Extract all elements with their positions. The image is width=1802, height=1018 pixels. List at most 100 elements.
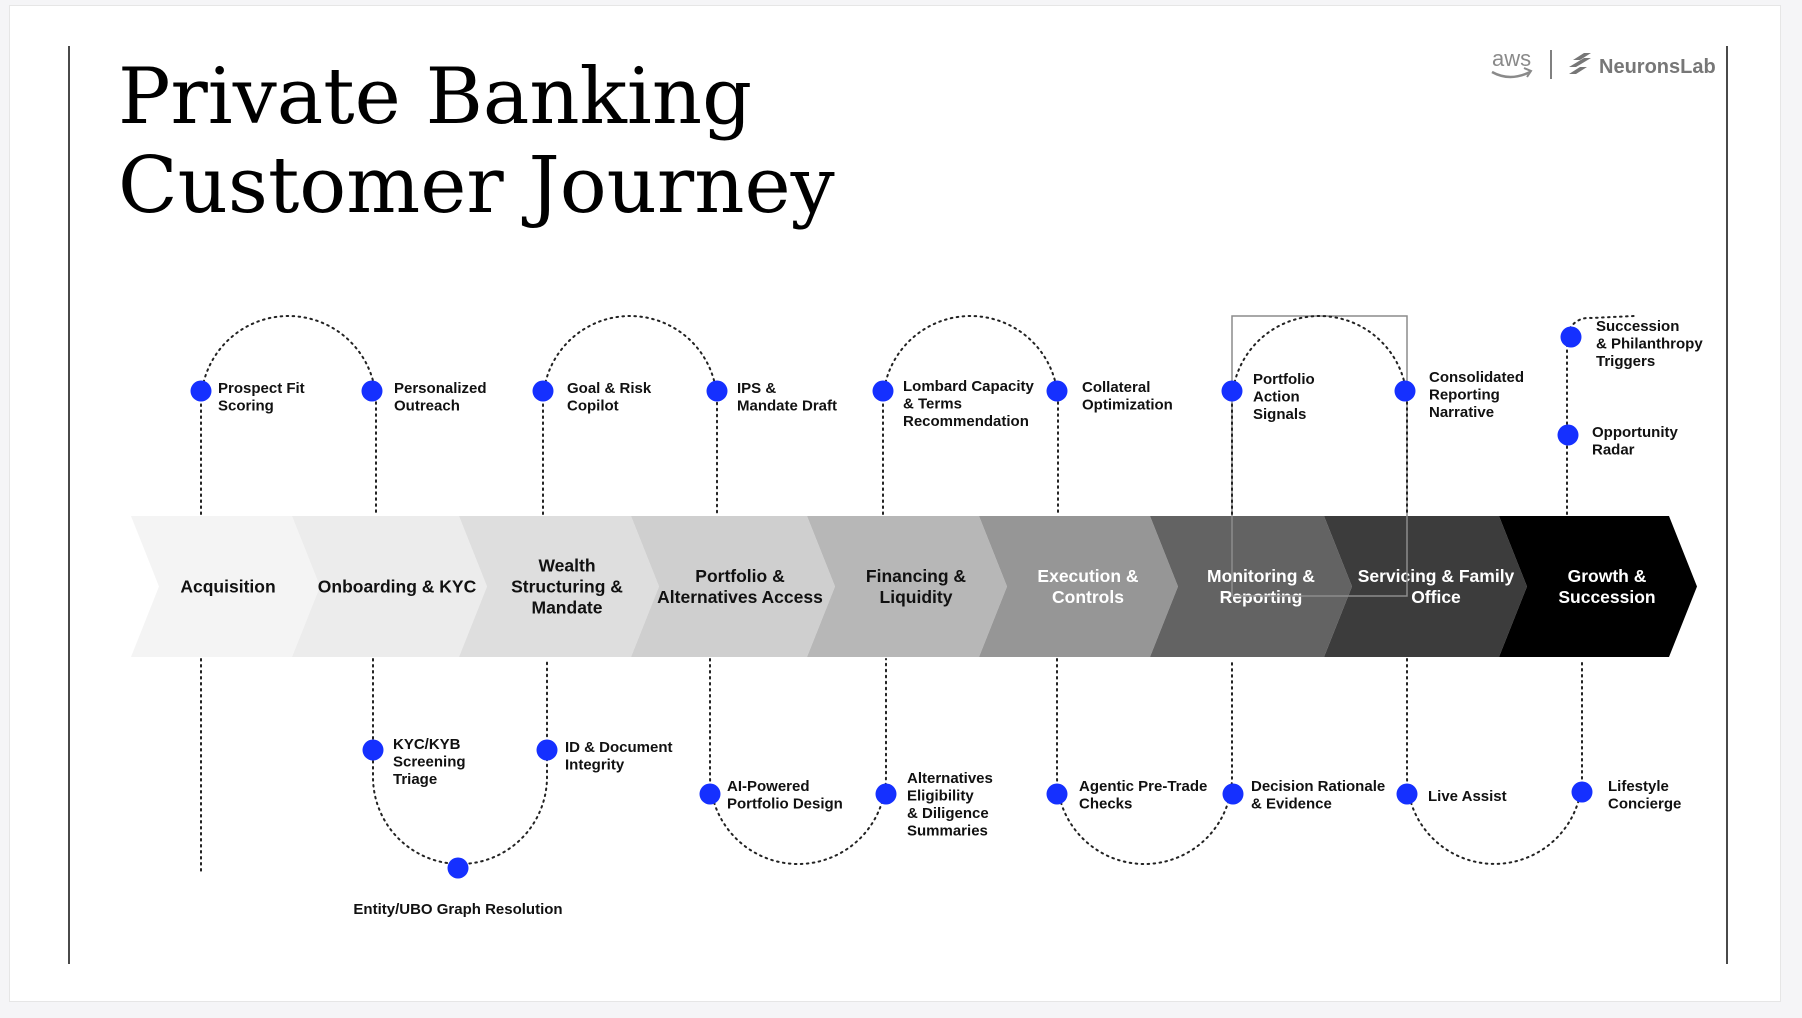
dotted-connector xyxy=(882,315,1059,515)
stage-chevron xyxy=(459,516,659,657)
node-label-line: Personalized xyxy=(394,380,487,397)
node-label-line: Optimization xyxy=(1082,397,1173,414)
feature-node: Live Assist xyxy=(1396,783,1507,805)
node-label-line: Reporting xyxy=(1429,387,1500,404)
stage-label-line: Portfolio & xyxy=(695,566,785,586)
node-label-line: ID & Document xyxy=(565,739,673,756)
stage-label: Acquisition xyxy=(180,577,275,597)
stage-label-line: Execution & xyxy=(1037,566,1138,586)
node-dot-icon xyxy=(706,380,728,402)
node-label-line: Eligibility xyxy=(907,788,974,805)
stage-chevron xyxy=(807,516,1007,657)
stage-label-line: Liquidity xyxy=(880,587,953,607)
dotted-connector xyxy=(1231,315,1408,515)
node-label-line: Mandate Draft xyxy=(737,398,837,415)
node-dot-icon xyxy=(1221,380,1243,402)
slide: Private Banking Customer Journey aws Neu… xyxy=(9,5,1781,1002)
stage-label: Onboarding & KYC xyxy=(318,577,477,597)
dotted-connector xyxy=(542,315,718,515)
node-label: Decision Rationale& Evidence xyxy=(1251,778,1385,813)
node-label-line: Lifestyle xyxy=(1608,778,1669,795)
neuronslab-logo: NeuronsLab xyxy=(1569,53,1716,78)
node-dot-icon xyxy=(1396,783,1418,805)
title-line-2: Customer Journey xyxy=(118,141,835,231)
dotted-connectors xyxy=(200,315,1635,873)
node-label-line: Succession xyxy=(1596,318,1679,335)
node-label-line: AI-Powered xyxy=(727,778,810,795)
node-label-line: & Evidence xyxy=(1251,796,1332,813)
node-label-line: Entity/UBO Graph Resolution xyxy=(353,901,562,918)
stage-label-line: Growth & xyxy=(1568,566,1647,586)
stage-chevron xyxy=(1150,516,1352,657)
stage-chevron xyxy=(1499,516,1697,657)
feature-node: Decision Rationale& Evidence xyxy=(1222,778,1385,813)
stage-label-line: Onboarding & KYC xyxy=(318,577,477,597)
node-label-line: & Diligence xyxy=(907,805,989,822)
node-label-line: Agentic Pre-Trade xyxy=(1079,778,1207,795)
node-label: Entity/UBO Graph Resolution xyxy=(353,901,562,918)
aws-smile-icon xyxy=(1491,70,1531,79)
node-label-line: Scoring xyxy=(218,398,274,415)
node-label-line: Screening xyxy=(393,754,466,771)
stage-label-line: Mandate xyxy=(532,598,603,618)
stage-chevron xyxy=(631,516,835,657)
node-dot-icon xyxy=(1571,781,1593,803)
node-dot-icon xyxy=(532,380,554,402)
stage-label-line: Financing & xyxy=(866,566,967,586)
node-dot-icon xyxy=(447,857,469,879)
node-label-line: Portfolio Design xyxy=(727,796,843,813)
stage-label: Financing &Liquidity xyxy=(866,566,967,607)
node-label-line: Prospect Fit xyxy=(218,380,305,397)
node-label-line: Narrative xyxy=(1429,404,1494,421)
node-label-line: Action xyxy=(1253,389,1300,406)
dotted-connector xyxy=(709,658,887,865)
stage-chevron xyxy=(292,516,487,657)
node-dot-icon xyxy=(1557,424,1579,446)
node-label-line: Outreach xyxy=(394,398,460,415)
node-dot-icon xyxy=(872,380,894,402)
node-label-line: Summaries xyxy=(907,823,988,840)
node-label-line: Checks xyxy=(1079,796,1132,813)
stage-label-line: Wealth xyxy=(538,556,595,576)
stage-label-line: Structuring & xyxy=(511,577,623,597)
stage-label-line: Succession xyxy=(1558,587,1655,607)
aws-logo-text: aws xyxy=(1492,46,1531,71)
node-label-line: Triage xyxy=(393,771,437,788)
node-label-line: Consolidated xyxy=(1429,369,1524,386)
node-label-line: & Philanthropy xyxy=(1596,336,1703,353)
node-dot-icon xyxy=(361,380,383,402)
node-label-line: Recommendation xyxy=(903,413,1029,430)
neuronslab-mark-icon xyxy=(1569,53,1591,74)
feature-node: IPS &Mandate Draft xyxy=(706,380,837,415)
stage-chevron xyxy=(131,516,320,657)
dotted-connector xyxy=(200,315,377,515)
page-title: Private Banking Customer Journey xyxy=(118,52,835,231)
node-label-line: Integrity xyxy=(565,757,625,774)
node-label-line: IPS & xyxy=(737,380,776,397)
stage-label-line: Office xyxy=(1411,587,1461,607)
node-label-line: Lombard Capacity xyxy=(903,378,1035,395)
stage-label: Portfolio &Alternatives Access xyxy=(657,566,823,607)
node-dot-icon xyxy=(1560,326,1582,348)
